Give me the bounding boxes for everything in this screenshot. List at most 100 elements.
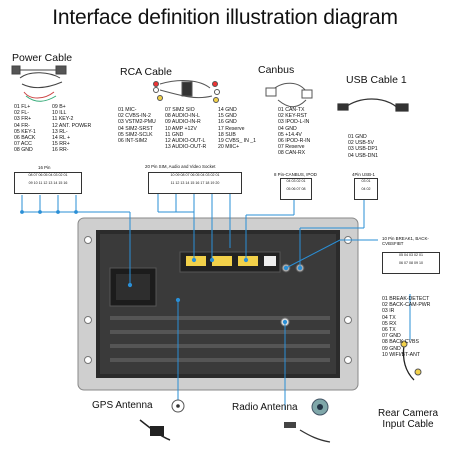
usb-pin: 04 USB-DN1 [348,152,378,159]
rca-pin: 06 INT-SIM2 [118,138,148,145]
rca-pin: 10 AMP +12V [165,125,197,132]
rca-pins-col1: 01 MIC- 02 CVBS-IN-2 03 VSTM2-PMU 04 SIM… [118,107,156,144]
connector-row-top: 10 09 08 07 06 05 04 03 02 01 [170,173,220,177]
rear-camera-label: Rear Camera Input Cable [370,408,446,430]
rca-20pin-connector: 10 09 08 07 06 05 04 03 02 01 11 12 13 1… [148,172,242,194]
diagram-title: Interface definition illustration diagra… [52,6,398,29]
power-pin: 06 BACK [14,135,36,142]
power-pins-left: 01 FL+ 02 FL- 03 FR+ 04 FR- 05 KEY-1 06 … [14,104,36,154]
rca-pin: 04 SIM2-SRST [118,125,153,132]
power-pin: 15 RR+ [52,141,70,148]
rca-pin: 16 GND [218,119,237,126]
power-pin: 02 FL- [14,110,29,117]
leader-lines [20,190,411,410]
rca-pin: 15 GND [218,113,237,120]
power-cable-image [11,65,67,102]
power-pin: 07 ACC [14,141,32,148]
canbus-pin: 07 Reserve [278,144,305,151]
rca-pin: 12 AUDIO-OUT-L [165,138,206,145]
connector-row-bottom: 06 07 08 09 10 [399,261,423,265]
canbus-pin: 04 GND [278,125,297,132]
backcam-pin: 08 BACK CVBS [382,339,419,346]
canbus-pin: 06 IPOD-R-IN [278,138,311,145]
power-pin: 09 B+ [52,104,66,110]
usb-4pin-connector: 03 01 04 02 [354,178,378,200]
rca-pin: 13 AUDIO-OUT-R [165,144,207,151]
backcam-pin: 02 BACK-CAM-PWR [382,302,431,309]
rca-pin: 11 GND [165,131,184,138]
power-pin: 05 KEY-1 [14,128,36,135]
backcam-pins: 01 BREAK-DETECT 02 BACK-CAM-PWR 03 IR 04… [382,296,430,358]
power-pin: 08 GND [14,147,33,154]
backcam-10pin-connector: 05 04 03 02 01 06 07 08 09 10 [382,252,440,274]
rca-pin: 05 SIM2-SCLK [118,131,153,138]
canbus-8pin-connector: 04 03 02 01 05 06 07 08 [280,178,312,200]
gps-antenna-label: GPS Antenna [92,400,153,411]
connector-row-bottom: 04 02 [361,187,371,191]
rca-pin: 08 AUDIO-IN-L [165,113,200,120]
power-pin: 04 FR- [14,122,30,129]
canbus-connector-label: 8 Pin-CANBUS, IPOD [274,172,317,177]
rca-pins-col2: 07 SIM2 SIO 08 AUDIO-IN-L 09 AUDIO-IN-R … [165,107,206,150]
canbus-cable-image [265,82,313,108]
backcam-pin: 09 GND [382,345,401,352]
rca-pin: 09 AUDIO-IN-R [165,119,201,126]
connector-row-top: 05 04 03 02 01 [399,253,423,257]
rear-camera-cable-image [400,340,422,381]
backcam-pin: 05 RX [382,320,397,327]
rca-pin: 14 GND [218,107,237,113]
backcam-connector-label: 10 Pin BREAK1, BACK-CVBSFIBT [382,236,429,246]
rca-pin: 07 SIM2 SIO [165,107,195,113]
rca-pin: 18 SUB [218,131,236,138]
backcam-pin: 06 TX [382,327,396,334]
rca-pin: 03 VSTM2-PMU [118,119,156,126]
power-16pin-connector: 08 07 06 05 04 03 02 01 09 10 11 12 13 1… [14,172,82,194]
backcam-pin: 04 TX [382,314,396,321]
canbus-pin: 01 CAN-TX [278,107,305,113]
usb-pin: 02 USB-5V [348,140,374,147]
rca-pin: 17 Reserve [218,125,245,132]
canbus-pin: 08 CAN-RX [278,150,306,157]
connector-row-bottom: 11 12 13 14 15 16 17 18 19 20 [170,181,220,185]
canbus-pin: 05 +14.4V [278,131,302,138]
gps-antenna-image [139,399,185,441]
power-pin: 13 RL- [52,128,68,135]
power-connector-label: 16 Pin [38,165,51,170]
power-pin: 16 RR- [52,147,69,154]
rca-connector-label: 20 Pin SIM, Audio and Video Socket [145,164,216,169]
rca-cable-image [153,80,220,103]
connector-row-top: 08 07 06 05 04 03 02 01 [28,173,68,177]
connector-row-top: 04 03 02 01 [286,179,306,183]
rca-pin: 02 CVBS-IN-2 [118,113,151,120]
power-cable-label: Power Cable [12,52,73,64]
power-pin: 12 ANT. POWER [52,122,92,129]
canbus-pin: 02 KEY-RST [278,113,308,120]
headunit-chassis [77,217,359,391]
rear-camera-label-line1: Rear Camera [377,408,439,419]
connector-row-bottom: 09 10 11 12 13 14 15 16 [28,181,68,185]
backcam-pin: 03 IR [382,308,395,315]
usb-pin: 01 GND [348,134,367,140]
usb-connector-label: 4Pin USB-1 [352,172,375,177]
power-pin: 03 FR+ [14,116,32,123]
power-pin: 14 RL + [52,135,71,142]
usb-cable-label: USB Cable 1 [346,74,407,86]
rca-pin: 20 MIIC+ [218,144,240,151]
usb-pin: 03 USB-DP1 [348,146,378,153]
usb-pins: 01 GND 02 USB-5V 03 USB-DP1 04 USB-DN1 [348,134,378,159]
rca-pins-col3: 14 GND 15 GND 16 GND 17 Reserve 18 SUB 1… [218,107,256,150]
backcam-pin: 01 BREAK-DETECT [382,296,430,302]
power-pins-right: 09 B+ 10 ILL 11 KEY-2 12 ANT. POWER 13 R… [52,104,91,154]
connector-row-top: 03 01 [361,179,371,183]
usb-cable-image [337,98,409,112]
canbus-pins: 01 CAN-TX 02 KEY-RST 03 IPOD-L-IN 04 GND… [278,107,310,157]
power-pin: 10 ILL [52,110,67,117]
canbus-label: Canbus [258,64,295,76]
power-pin: 11 KEY-2 [52,116,74,123]
backcam-pin: 07 GND [382,333,401,340]
radio-antenna-image [284,398,331,443]
rca-pin: 19 CVBS_ IN _1 [218,138,257,145]
backcam-pin: 10 WIFI/BT-ANT [382,351,421,358]
canbus-pin: 03 IPOD-L-IN [278,119,310,126]
